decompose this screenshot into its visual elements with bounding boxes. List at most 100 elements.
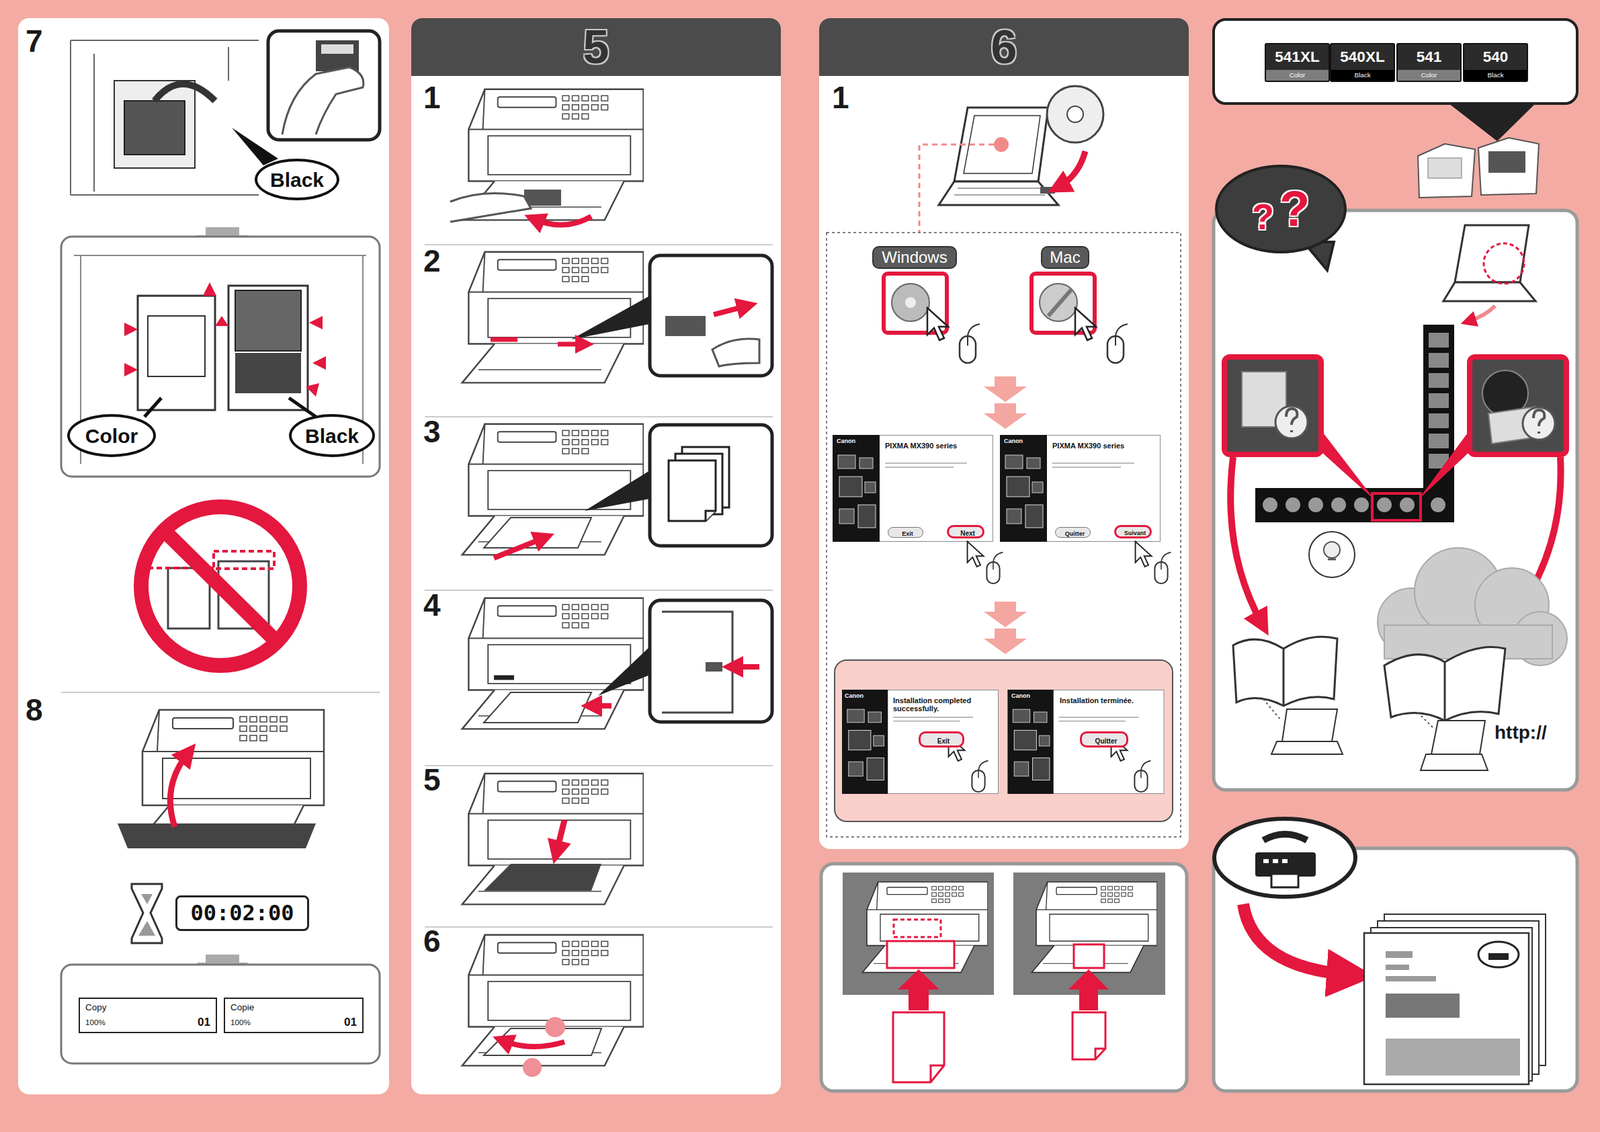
screen-title: PIXMA MX390 series — [879, 434, 994, 450]
section-number: 5 — [583, 21, 610, 74]
cartridge-install-illustration — [61, 30, 380, 477]
cartridge-install-illustration — [61, 236, 380, 477]
cartridge-install-illustration — [235, 352, 302, 394]
paper-loading-illustration — [584, 470, 650, 511]
paper-loading-illustration — [732, 663, 760, 670]
help-illustration — [1263, 698, 1281, 720]
cartridge-install-illustration — [268, 30, 380, 140]
ink-cartridge-illustration — [1417, 143, 1476, 198]
fax-illustration — [1385, 975, 1437, 982]
timer-text: 00:02:00 — [190, 901, 294, 925]
software-install-illustration — [983, 628, 1027, 654]
fax-illustration — [1263, 858, 1269, 863]
cartridge-install-illustration — [124, 322, 138, 336]
cartridge-color: Black — [1464, 69, 1527, 81]
help-illustration — [1230, 456, 1262, 624]
paper-loading-illustration — [424, 244, 773, 927]
screen-title: PIXMA MX390 series — [1046, 434, 1161, 450]
question-mark: ? — [1249, 196, 1277, 237]
copies-text: 01 — [197, 1016, 211, 1029]
fax-illustration — [1385, 993, 1460, 1018]
paper-feed-photo — [893, 1012, 945, 1082]
help-illustration — [1533, 409, 1545, 434]
step-number: 5 — [423, 764, 441, 795]
paper-feed-photo — [887, 940, 955, 968]
paper-feed-photo — [842, 872, 1166, 1082]
step-band: 6 — [819, 18, 1189, 76]
help-illustration — [1469, 356, 1567, 455]
installer-screen: CanonPIXMA MX390 seriesExitNext — [832, 434, 994, 542]
help-illustration — [1331, 497, 1346, 513]
software-install-illustration — [927, 307, 949, 341]
paper-feed-photo — [897, 969, 1109, 1010]
cartridge-install-illustration — [312, 356, 326, 370]
url-label: http:// — [1494, 723, 1547, 742]
software-install-illustration — [1135, 541, 1152, 567]
fax-illustration — [1271, 873, 1299, 888]
software-install-illustration — [891, 283, 930, 322]
software-install-illustration — [938, 181, 1059, 205]
cartridge-number: 540 — [1464, 44, 1527, 70]
fax-illustration — [1488, 952, 1509, 960]
zoom-text: 100% — [85, 1018, 198, 1027]
help-illustration — [1285, 497, 1301, 513]
help-bubble: ?? — [1214, 164, 1347, 254]
paper-loading-illustration — [450, 193, 531, 223]
mode-text: Copie — [230, 1002, 345, 1013]
help-illustration — [1321, 430, 1375, 500]
software-install-illustration — [999, 434, 1161, 542]
cartridge-install-illustration — [231, 127, 279, 166]
fax-illustration — [1214, 818, 1546, 1084]
fax-illustration — [1385, 964, 1410, 970]
paper-loading-illustration — [522, 1057, 542, 1077]
callout-ellipse: Color — [67, 413, 156, 457]
software-install-illustration — [993, 137, 1009, 152]
cartridge-install-illustration — [124, 362, 138, 377]
paper-loading-illustration — [668, 460, 716, 521]
callout-text: Black — [270, 168, 324, 191]
close-cover-illustration — [117, 823, 316, 849]
cartridge-install-illustration — [309, 315, 323, 330]
fax-illustration — [1282, 858, 1288, 863]
software-install-illustration — [826, 86, 1181, 837]
help-illustration — [1454, 225, 1529, 283]
help-illustration — [1428, 332, 1449, 348]
close-cover-illustration — [61, 964, 380, 1064]
software-install-illustration — [1134, 760, 1151, 792]
software-install-illustration — [832, 434, 994, 542]
fax-illustration — [1385, 1038, 1521, 1076]
cartridge-install-illustration — [215, 315, 229, 326]
paper-loading-illustration — [712, 338, 760, 367]
fax-illustration — [1263, 833, 1308, 840]
cartridge-install-illustration — [315, 40, 359, 72]
prohibition-sign — [213, 551, 275, 569]
help-illustration — [1399, 497, 1415, 513]
paper-feed-photo — [893, 919, 941, 937]
software-install-illustration — [983, 403, 1027, 429]
screen-title: Installation completed successfully. — [887, 689, 1000, 713]
paper-loading-illustration — [668, 446, 730, 521]
help-illustration — [1417, 712, 1435, 730]
step-number: 3 — [423, 415, 441, 447]
brand-text: Canon — [840, 689, 888, 700]
help-illustration — [1428, 433, 1449, 449]
software-install-illustration — [983, 601, 1027, 627]
software-install-illustration — [1046, 86, 1104, 143]
prohibition-sign — [141, 506, 300, 666]
help-illustration — [1522, 407, 1555, 440]
os-name: Windows — [881, 248, 947, 267]
prohibition-sign — [164, 530, 277, 642]
installer-screen: CanonInstallation terminée.Quitter — [1007, 689, 1165, 794]
callout-text: Color — [85, 424, 138, 447]
ink-label: 541XLColor — [1264, 43, 1330, 82]
cartridge-install-illustration — [321, 44, 354, 54]
os-label: Mac — [1040, 245, 1090, 269]
help-illustration — [1323, 541, 1340, 558]
software-install-illustration — [963, 115, 1041, 174]
cartridge-install-illustration — [137, 295, 216, 410]
copies-text: 01 — [344, 1016, 357, 1029]
paper-loading-illustration — [502, 1040, 565, 1047]
help-illustration — [1372, 493, 1421, 521]
screen-button: Exit — [887, 526, 924, 538]
